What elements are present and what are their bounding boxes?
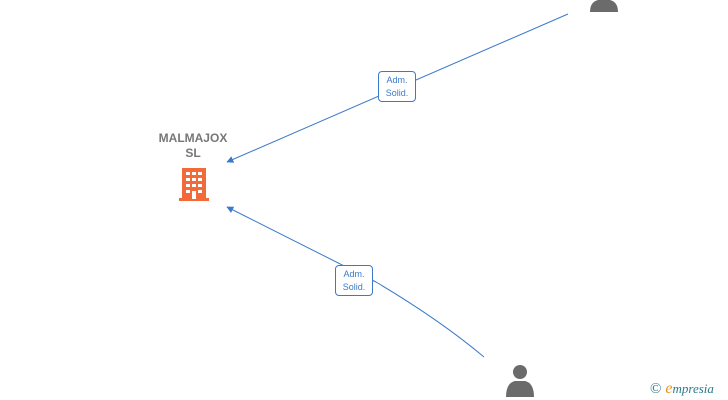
relation-label-bottom: Adm. Solid. [335,265,373,296]
relation-label-top-line1: Adm. [386,75,408,85]
person-icon-top[interactable] [590,0,618,12]
company-name-line2: SL [185,146,201,160]
relation-label-top-line2: Solid. [385,88,409,98]
relation-label-bottom-line2: Solid. [342,282,366,292]
relation-label-bottom-line1: Adm. [343,269,365,279]
company-name-line1: MALMAJOX [158,131,228,145]
company-name-label[interactable]: MALMAJOX SL [150,131,236,161]
building-icon[interactable] [179,168,209,201]
brand-name: mpresia [672,381,714,396]
relation-edge-bottom [226,206,485,358]
copyright-icon: © [650,380,662,397]
relation-label-top: Adm. Solid. [378,71,416,102]
brand-initial: e [665,380,673,397]
person-icon-bottom[interactable] [506,365,534,397]
